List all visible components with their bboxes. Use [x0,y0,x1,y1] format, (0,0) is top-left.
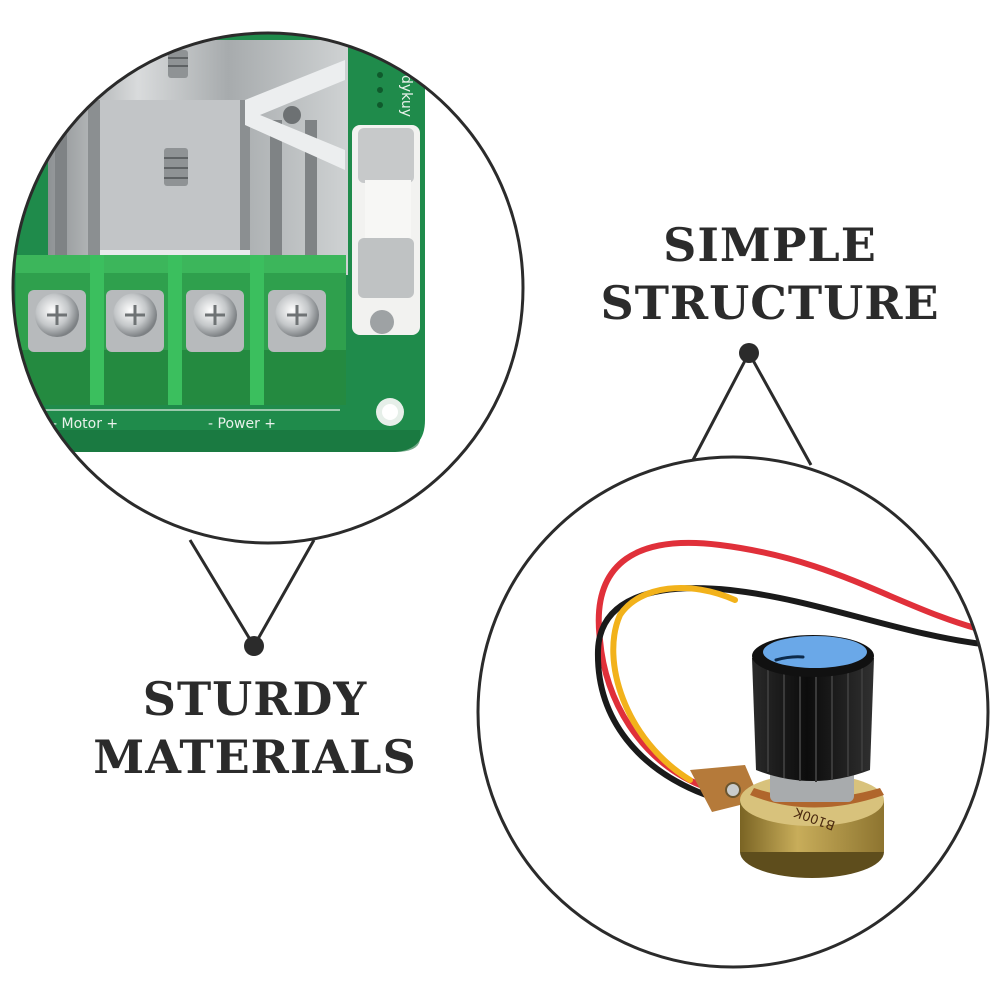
pot-circle-outline [476,455,990,969]
sturdy-materials-caption: STURDY MATERIALS [50,676,460,792]
knob-cap [763,636,867,668]
heatsink-screw-top [168,50,188,78]
red-wire [595,539,988,788]
pot-callout-dot [739,343,759,363]
board-closeup: dykuy - Mo [13,33,523,543]
heatsink-screw-middle [164,148,188,186]
heatsink [48,40,348,280]
terminal-screw-4 [268,290,326,352]
board-circle-outline [11,31,525,545]
motor-label: - Motor + [52,416,118,432]
terminal-screw-1 [28,290,86,352]
brand-label: dykuy [398,75,414,117]
fuse [352,125,420,335]
simple-structure-caption: SIMPLE STRUCTURE [570,222,970,338]
caption-line: SIMPLE [663,218,877,272]
terminal-block [16,255,346,405]
caption-line: STURDY [142,672,368,726]
board-callout-dot [244,636,264,656]
caption-line: MATERIALS [93,730,417,784]
board-callout-line [188,539,316,649]
pot-callout-line [691,349,813,466]
yellow-wire [610,585,738,783]
terminal-screw-2 [106,290,164,352]
caption-line: STRUCTURE [600,276,940,330]
knob [752,635,874,782]
terminal-screw-3 [186,290,244,352]
power-label: - Power + [208,416,276,432]
potentiometer-closeup: B100K [478,457,988,967]
